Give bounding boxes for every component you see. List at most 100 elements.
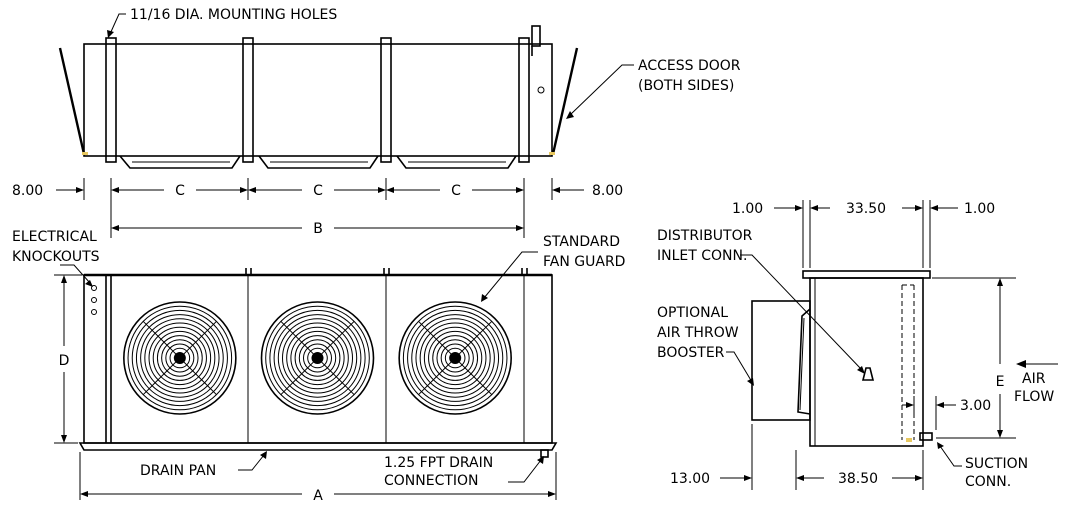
fan-hub — [173, 352, 186, 364]
fan-guard-ring — [269, 309, 366, 407]
top-view-housing — [83, 43, 553, 157]
fan-guard-ring — [156, 335, 203, 381]
label-distributor-2: INLET CONN. — [657, 248, 747, 264]
access-door-left — [58, 47, 86, 155]
dim-a-label: A — [313, 488, 323, 504]
label-flow: FLOW — [1014, 389, 1054, 405]
side-view: 1.00 33.50 1.00 DISTRIBUTOR INLET CONN. … — [657, 200, 1058, 490]
label-drain-conn-2: CONNECTION — [384, 473, 479, 489]
fans-group — [123, 301, 512, 415]
dim-side-right-1: 1.00 — [964, 201, 995, 217]
fan-guard-ring — [419, 322, 491, 394]
booster-fan-profile — [797, 308, 811, 415]
fan-guard-ring — [286, 326, 349, 390]
label-suction-2: CONN. — [965, 474, 1011, 490]
dim-b: B — [111, 221, 524, 237]
label-distributor-1: DISTRIBUTOR — [657, 228, 753, 244]
fan-guard-ring — [140, 318, 220, 398]
access-door-latch — [537, 86, 545, 94]
dim-3850-label: 38.50 — [838, 471, 878, 487]
fan-guard-ring — [440, 343, 470, 373]
electrical-knockout — [91, 297, 97, 303]
dim-b-label: B — [313, 221, 323, 237]
label-booster-1: OPTIONAL — [657, 305, 728, 321]
fan-guard — [398, 301, 512, 415]
label-access-door-1: ACCESS DOOR — [638, 58, 741, 74]
dim-a: A — [79, 452, 557, 504]
fan-guard-ring — [307, 347, 328, 369]
fan-guard-ring — [411, 314, 500, 402]
fan-guard-ring — [123, 301, 237, 415]
drain-connection — [540, 449, 549, 458]
label-electrical-1: ELECTRICAL — [12, 229, 97, 245]
suction-connection — [919, 432, 933, 441]
fan-guard-ring — [144, 322, 216, 394]
fan-guard-ring — [161, 339, 199, 377]
fan-guard — [123, 301, 237, 415]
fan-guard-ring — [169, 347, 191, 369]
drain-pan — [78, 442, 558, 451]
access-door-right — [551, 47, 579, 155]
fan-guard-ring — [152, 330, 207, 386]
pipe-stub — [531, 25, 541, 47]
electrical-knockout — [91, 285, 97, 291]
fan-guard-ring — [444, 347, 466, 369]
front-view: ELECTRICAL KNOCKOUTS STANDARD FAN GUARD … — [12, 229, 625, 504]
fan-guard-ring — [260, 301, 375, 415]
fan-guard-ring — [290, 330, 345, 386]
distributor — [861, 367, 875, 381]
fan-guard-ring — [148, 326, 212, 390]
dim-d: D — [54, 274, 82, 444]
dim-c-2: C — [313, 183, 323, 199]
fan-guard-ring — [131, 309, 228, 407]
dim-e: E — [932, 277, 1016, 439]
fan-guard-ring — [407, 309, 504, 407]
fan-guard-ring — [294, 335, 341, 381]
mounting-strap — [518, 37, 530, 163]
air-throw-booster — [751, 300, 811, 421]
label-fan-guard-2: FAN GUARD — [543, 254, 625, 270]
dim-c-1: C — [175, 183, 185, 199]
dim-side-top: 1.00 33.50 1.00 — [732, 200, 995, 268]
fan-guard-ring — [273, 314, 362, 402]
dim-top-left-8: 8.00 — [12, 183, 43, 199]
fan-hub — [449, 352, 462, 364]
dim-3: 3.00 — [902, 396, 991, 430]
dim-side-mid: 33.50 — [846, 201, 886, 217]
label-access-door-2: (BOTH SIDES) — [638, 78, 734, 94]
label-electrical-2: KNOCKOUTS — [12, 249, 100, 265]
fan-guard-ring — [303, 343, 332, 373]
label-fan-guard-1: STANDARD — [543, 234, 620, 250]
mounting-strap — [242, 37, 254, 163]
fan-guard-ring — [423, 326, 487, 390]
fan-guard-ring — [432, 335, 479, 381]
fan-guard-ring — [265, 305, 370, 411]
label-mounting-holes: 11/16 DIA. MOUNTING HOLES — [130, 7, 337, 23]
dim-top-right-8: 8.00 — [592, 183, 623, 199]
label-booster-3: BOOSTER — [657, 345, 725, 361]
dim-d-label: D — [59, 353, 70, 369]
dim-e-label: E — [996, 374, 1005, 390]
fan-guard-ring — [127, 305, 233, 411]
mounting-strap — [105, 37, 117, 163]
electrical-knockout — [91, 309, 97, 315]
fan-guard-ring — [398, 301, 512, 415]
dim-13-label: 13.00 — [670, 471, 710, 487]
fan-guard-ring — [165, 343, 195, 373]
dim-row-c: 8.00 C C C 8.00 — [12, 178, 623, 238]
dim-3-label: 3.00 — [960, 398, 991, 414]
fan-guard-ring — [298, 339, 337, 377]
top-view: 11/16 DIA. MOUNTING HOLES ACCESS DOOR (B… — [12, 7, 741, 238]
fan-guard-ring — [428, 330, 483, 386]
fan-guard-ring — [436, 339, 474, 377]
label-drain-conn-1: 1.25 FPT DRAIN — [384, 455, 493, 471]
label-air: AIR — [1022, 371, 1046, 387]
side-body — [809, 277, 924, 447]
dim-c-3: C — [451, 183, 461, 199]
air-flow-indicator: AIR FLOW — [1014, 360, 1058, 405]
dim-side-left-1: 1.00 — [732, 201, 763, 217]
fan-guard-ring — [135, 314, 224, 402]
fan-guard-ring — [402, 305, 508, 411]
dim-side-bottom: 13.00 38.50 — [670, 424, 924, 490]
